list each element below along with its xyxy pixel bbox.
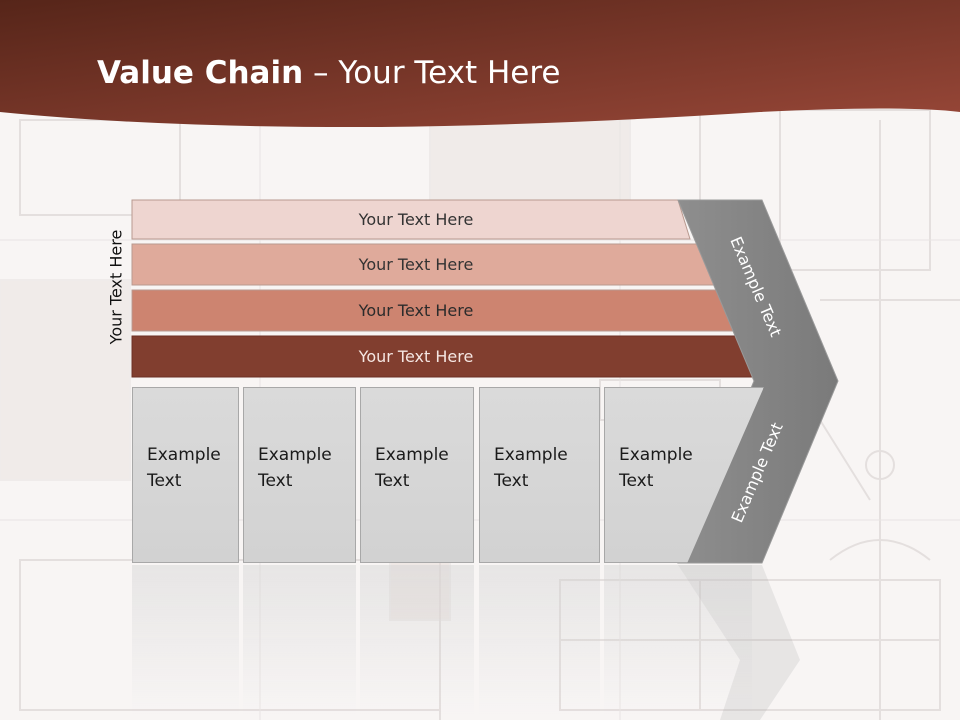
cell-line-1: Example <box>494 445 568 465</box>
value-bar-label-2: Your Text Here <box>358 255 474 274</box>
cell-line-2: Text <box>494 471 529 491</box>
activity-cell-reflection <box>243 565 356 715</box>
cell-line-2: Text <box>375 471 410 491</box>
cell-line-2: Text <box>147 471 182 491</box>
cell-line-2: Text <box>258 471 293 491</box>
page-title: Value Chain – Your Text Here <box>97 55 561 91</box>
header-band <box>0 0 960 128</box>
value-bar-label-3: Your Text Here <box>358 301 474 320</box>
cell-line-1: Example <box>619 445 693 465</box>
value-bar-1 <box>131 199 691 240</box>
cell-line-1: Example <box>375 445 449 465</box>
activity-cell-reflection <box>132 565 239 715</box>
value-bar-label-1: Your Text Here <box>358 210 474 229</box>
value-bar-label-4: Your Text Here <box>358 347 474 366</box>
cell-line-1: Example <box>258 445 332 465</box>
activity-cell-reflection <box>479 565 600 715</box>
cell-line-1: Example <box>147 445 221 465</box>
cell-line-2: Text <box>619 471 654 491</box>
activity-cell-reflection <box>360 565 474 715</box>
chevron-reflection <box>678 565 800 720</box>
activity-cell-reflection <box>604 565 752 715</box>
